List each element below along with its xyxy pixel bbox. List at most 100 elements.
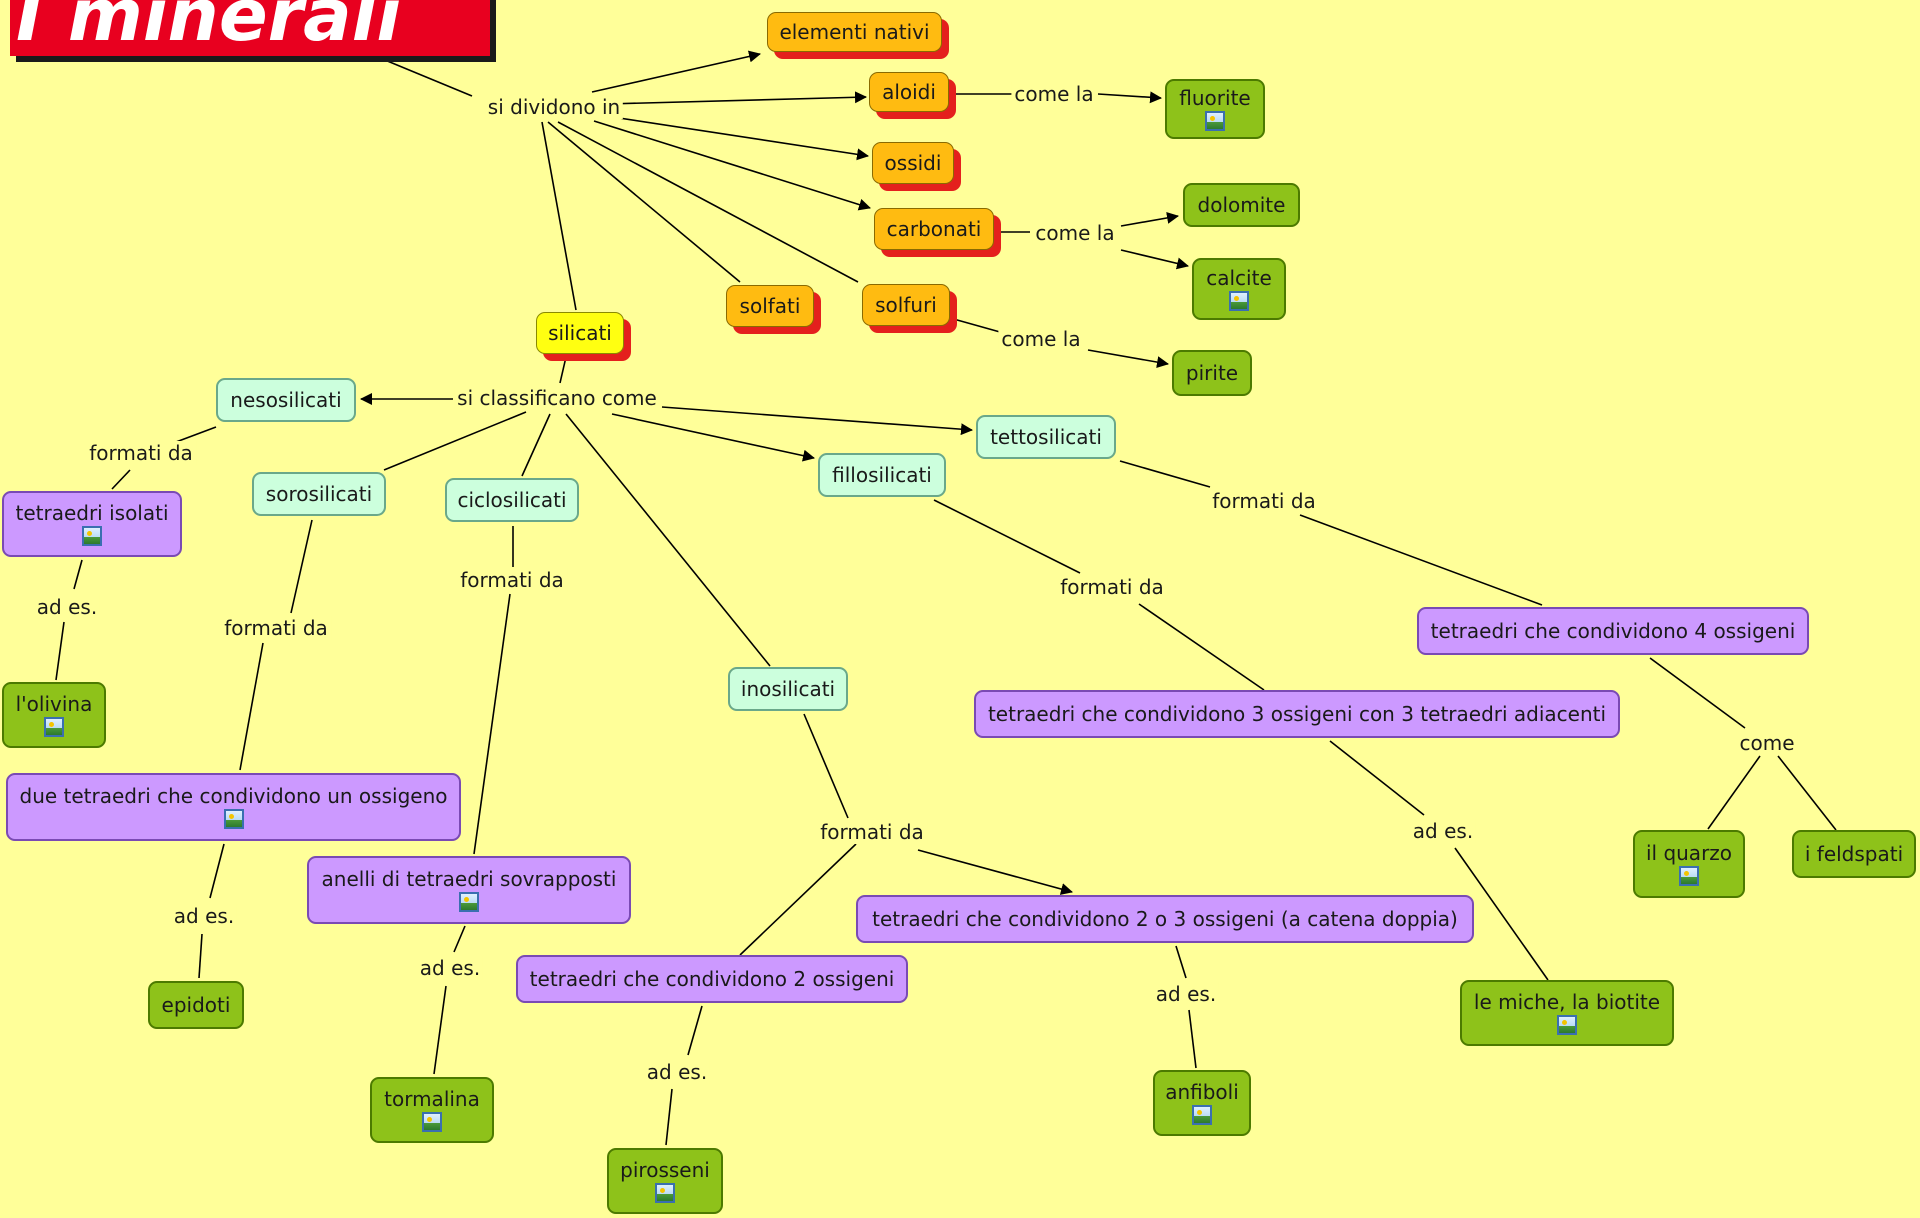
node-fillosilicati[interactable]: fillosilicati (818, 453, 946, 497)
image-icon[interactable] (422, 1112, 442, 1132)
line-connector (1299, 514, 1543, 606)
image-icon[interactable] (459, 892, 479, 912)
image-icon[interactable] (1205, 111, 1225, 131)
line-connector (557, 121, 859, 283)
line-connector (547, 121, 741, 283)
line-connector (379, 57, 473, 97)
image-icon[interactable] (223, 809, 244, 829)
node-label: tetraedri che condividono 3 ossigeni con… (987, 702, 1607, 726)
line-connector (209, 843, 225, 899)
node-label: tettosilicati (990, 425, 1102, 449)
link-label: ad es. (170, 904, 238, 928)
node-label: elementi nativi (779, 20, 930, 44)
node-aloidi[interactable]: aloidi (869, 72, 949, 112)
node-label: fillosilicati (832, 463, 932, 487)
arrow-connector (1120, 249, 1189, 270)
node-label: ciclosilicati (457, 488, 567, 512)
node-label: tetraedri che condividono 2 o 3 ossigeni… (872, 907, 1458, 931)
node-quarzo[interactable]: il quarzo (1633, 830, 1745, 898)
link-label: formati da (221, 616, 331, 640)
node-calcite[interactable]: calcite (1192, 258, 1286, 320)
node-olivina[interactable]: l'olivina (2, 682, 106, 748)
node-label: carbonati (886, 217, 982, 241)
link-label: formati da (817, 820, 927, 844)
link-label: ad es. (1409, 819, 1477, 843)
line-connector (559, 356, 567, 384)
node-feldspati[interactable]: i feldspati (1792, 830, 1916, 878)
node-tetraedri-isolati[interactable]: tetraedri isolati (2, 491, 182, 557)
line-connector (565, 413, 771, 667)
node-ossidi[interactable]: ossidi (872, 142, 954, 184)
arrow-connector (591, 50, 761, 93)
line-connector (73, 559, 83, 590)
line-connector (1707, 755, 1761, 830)
node-label: sorosilicati (265, 482, 373, 506)
image-icon[interactable] (82, 526, 102, 546)
node-pirite[interactable]: pirite (1172, 350, 1252, 396)
node-tormalina[interactable]: tormalina (370, 1077, 494, 1143)
node-tetraedri-3[interactable]: tetraedri che condividono 3 ossigeni con… (974, 690, 1620, 738)
link-label: ad es. (416, 956, 484, 980)
image-icon[interactable] (44, 717, 64, 737)
link-label: ad es. (1152, 982, 1220, 1006)
node-label: calcite (1206, 266, 1272, 290)
line-connector (665, 1088, 673, 1146)
node-dolomite[interactable]: dolomite (1183, 183, 1300, 227)
line-connector (687, 1005, 703, 1056)
node-carbonati[interactable]: carbonati (874, 208, 994, 250)
line-connector (1777, 755, 1837, 831)
node-ciclosilicati[interactable]: ciclosilicati (445, 478, 579, 522)
node-solfati[interactable]: solfati (726, 285, 814, 327)
arrow-connector (1087, 349, 1169, 369)
node-label: inosilicati (740, 677, 836, 701)
arrow-connector (917, 849, 1073, 895)
line-connector (1649, 657, 1746, 729)
node-label: l'olivina (15, 692, 93, 716)
link-label: come la (1011, 82, 1097, 106)
node-pirosseni[interactable]: pirosseni (607, 1148, 723, 1214)
node-fluorite[interactable]: fluorite (1165, 79, 1265, 139)
node-label: solfuri (875, 293, 937, 317)
node-anelli[interactable]: anelli di tetraedri sovrapposti (307, 856, 631, 924)
node-epidoti[interactable]: epidoti (148, 981, 244, 1029)
image-icon[interactable] (655, 1183, 675, 1203)
line-connector (949, 317, 1001, 333)
node-silicati[interactable]: silicati (536, 312, 624, 354)
node-inosilicati[interactable]: inosilicati (728, 667, 848, 711)
node-due-tetraedri[interactable]: due tetraedri che condividono un ossigen… (6, 773, 461, 841)
line-connector (473, 593, 511, 855)
line-connector (198, 933, 203, 979)
link-label: formati da (86, 441, 196, 465)
node-tettosilicati[interactable]: tettosilicati (976, 415, 1116, 459)
node-label: anelli di tetraedri sovrapposti (321, 867, 617, 891)
node-label: silicati (548, 321, 612, 345)
line-connector (175, 426, 217, 443)
link-label: formati da (1057, 575, 1167, 599)
link-label: come la (1032, 221, 1118, 245)
node-elementi-nativi[interactable]: elementi nativi (767, 12, 942, 52)
link-label: formati da (457, 568, 567, 592)
link-label: ad es. (33, 595, 101, 619)
node-label: tetraedri che condividono 4 ossigeni (1430, 619, 1796, 643)
line-connector (433, 985, 447, 1075)
node-nesosilicati[interactable]: nesosilicati (216, 378, 356, 422)
node-label: solfati (739, 294, 801, 318)
node-label: il quarzo (1645, 841, 1733, 865)
node-anfiboli[interactable]: anfiboli (1153, 1070, 1251, 1136)
image-icon[interactable] (1679, 866, 1699, 886)
line-connector (1119, 460, 1211, 488)
image-icon[interactable] (1557, 1015, 1577, 1035)
node-tetraedri-2o3[interactable]: tetraedri che condividono 2 o 3 ossigeni… (856, 895, 1474, 943)
image-icon[interactable] (1229, 291, 1249, 311)
node-label: pirosseni (620, 1158, 710, 1182)
node-solfuri[interactable]: solfuri (862, 284, 950, 326)
node-sorosilicati[interactable]: sorosilicati (252, 472, 386, 516)
node-tetraedri-2[interactable]: tetraedri che condividono 2 ossigeni (516, 955, 908, 1003)
node-tetraedri-4[interactable]: tetraedri che condividono 4 ossigeni (1417, 607, 1809, 655)
node-label: aloidi (882, 80, 936, 104)
node-miche[interactable]: le miche, la biotite (1460, 980, 1674, 1046)
node-label: tormalina (384, 1087, 480, 1111)
image-icon[interactable] (1192, 1105, 1212, 1125)
link-label: formati da (1209, 489, 1319, 513)
